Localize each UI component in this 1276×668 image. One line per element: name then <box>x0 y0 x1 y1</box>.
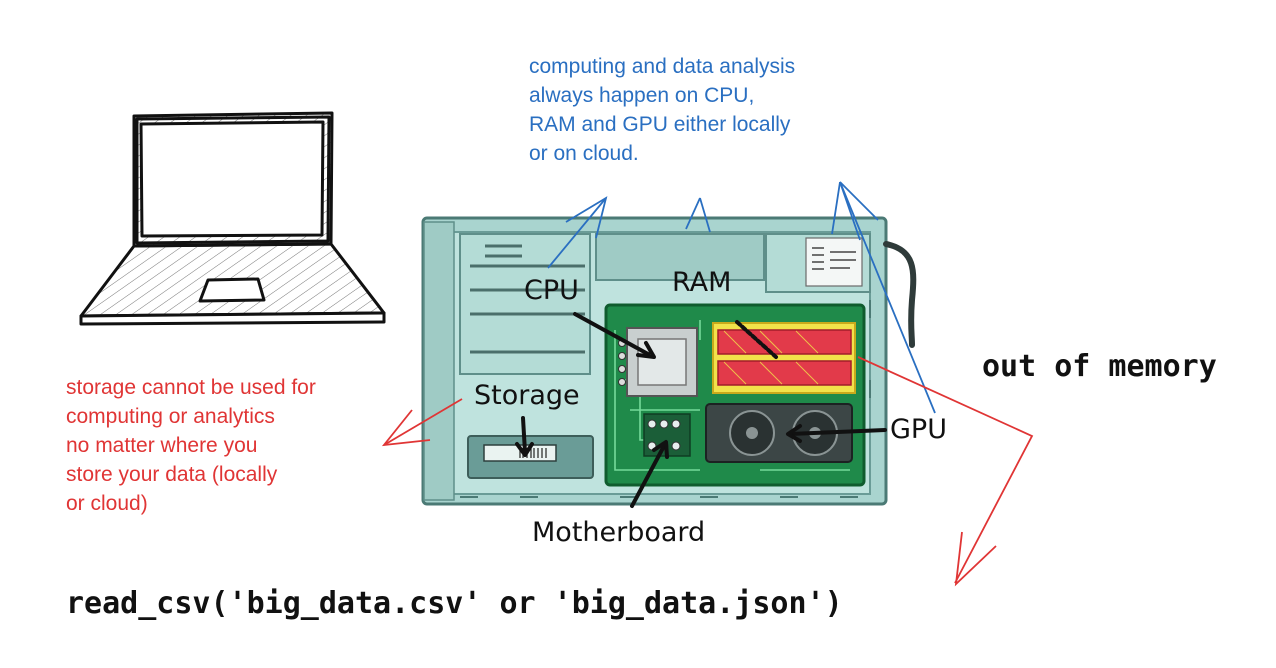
note-line: RAM and GPU either locally <box>529 113 791 136</box>
red-annotation-arrows <box>381 356 1034 587</box>
note-line: or cloud) <box>66 492 148 515</box>
note-line: or on cloud. <box>529 142 639 165</box>
note-line: computing or analytics <box>66 405 275 428</box>
note-line: storage cannot be used for <box>66 376 316 399</box>
motherboard-label: Motherboard <box>532 517 706 548</box>
cloud-computing-note: computing and data analysis always happe… <box>529 52 889 168</box>
note-line: no matter where you <box>66 434 258 457</box>
cpu-label: CPU <box>524 275 579 306</box>
laptop-icon <box>79 111 386 326</box>
note-line: computing and data analysis <box>529 55 796 78</box>
blue-annotation-arrows <box>547 181 936 414</box>
note-line: always happen on CPU, <box>529 84 755 107</box>
ram-label: RAM <box>672 267 732 298</box>
gpu-label: GPU <box>890 414 947 445</box>
note-line: store your data (locally <box>66 463 278 486</box>
read-csv-call: read_csv('big_data.csv' or 'big_data.jso… <box>66 586 843 621</box>
storage-label: Storage <box>474 380 580 411</box>
computer-case-illustration <box>421 216 917 506</box>
storage-note: storage cannot be used for computing or … <box>66 373 396 518</box>
component-pointer-arrows <box>515 312 887 508</box>
out-of-memory-error: out of memory <box>982 349 1217 384</box>
